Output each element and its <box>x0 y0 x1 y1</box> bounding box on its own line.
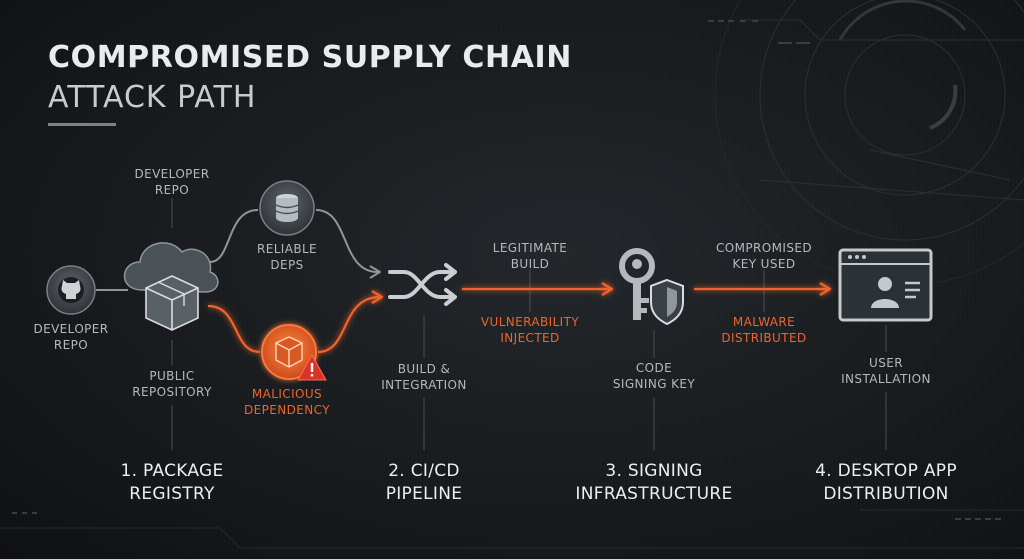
malicious-package-icon <box>261 324 317 380</box>
diagram-subtitle: ATTACK PATH <box>48 80 257 115</box>
shuffle-icon <box>388 263 457 306</box>
reliable-path-connector <box>96 209 381 291</box>
key-shield-icon <box>619 248 684 326</box>
database-icon <box>259 180 315 236</box>
desktop-window-icon <box>838 248 933 322</box>
cloud-package-icon <box>123 242 219 331</box>
github-icon <box>46 265 96 315</box>
build-integration-label: BUILD &INTEGRATION <box>381 362 467 392</box>
malicious-path-connector <box>207 282 832 354</box>
diagram-title: COMPROMISED SUPPLY CHAIN <box>48 40 572 75</box>
title-underline <box>48 123 116 126</box>
guide-lines <box>171 198 887 450</box>
warning-icon <box>297 353 327 381</box>
